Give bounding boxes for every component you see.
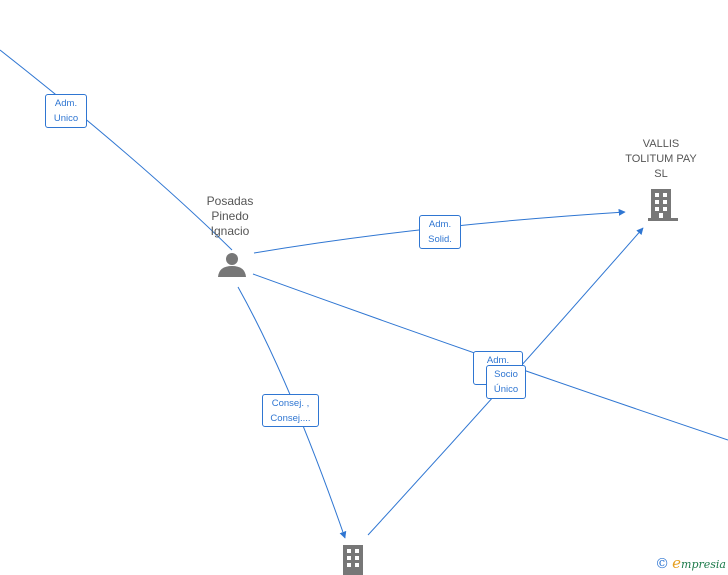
building-icon-bottom[interactable] — [343, 545, 363, 575]
person-icon[interactable] — [218, 253, 246, 277]
edge-label-adm-unico[interactable]: Adm. Unico — [45, 94, 87, 128]
person-node-label[interactable]: Posadas Pinedo Ignacio — [206, 194, 254, 238]
brand-initial: e — [672, 554, 682, 572]
brand-name: mpresia — [681, 558, 726, 571]
edge-top-left — [0, 49, 233, 251]
company-vallis-label[interactable]: VALLIS TOLITUM PAY SL — [625, 138, 697, 180]
empresia-logo: ©empresia — [655, 554, 726, 572]
building-icon[interactable] — [648, 189, 678, 221]
copyright-icon: © — [655, 556, 670, 572]
edge-label-socio-unico[interactable]: Socio Único — [486, 365, 526, 399]
edge-label-adm-solid[interactable]: Adm. Solid. — [419, 215, 461, 249]
edge-label-consej[interactable]: Consej. , Consej.... — [262, 394, 319, 427]
